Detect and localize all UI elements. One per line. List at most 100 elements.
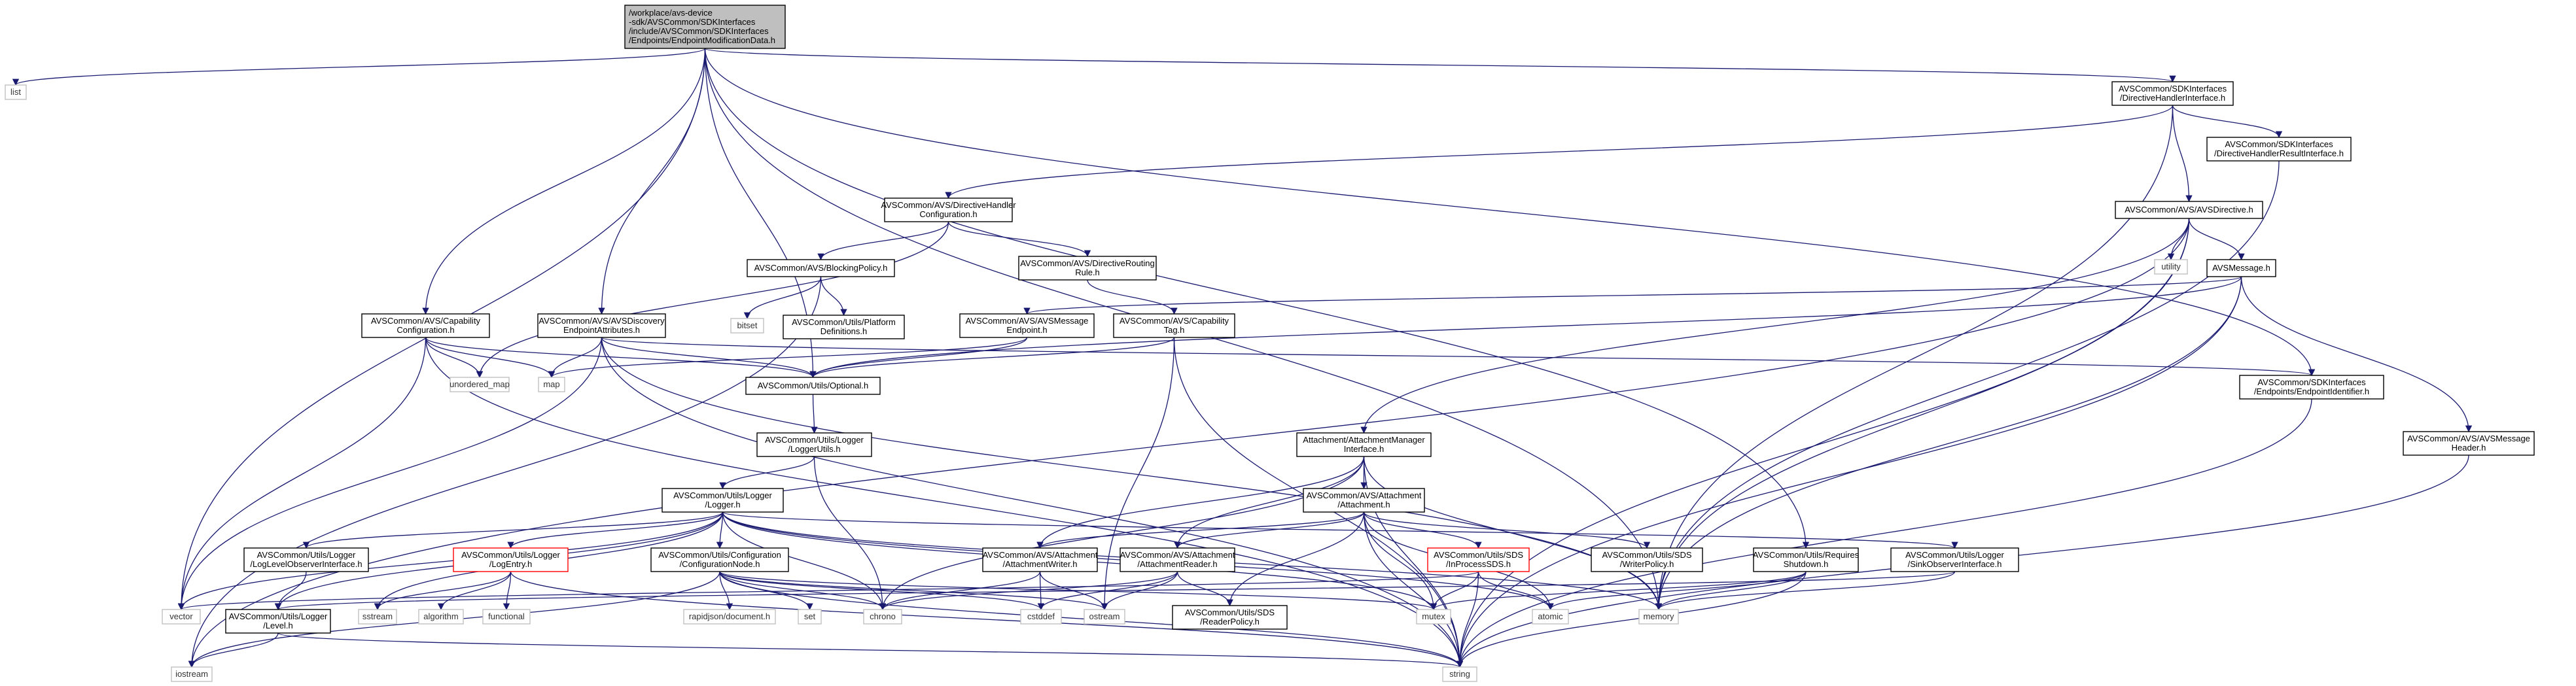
edge-avsmsg-to-memory bbox=[1655, 276, 2242, 611]
node-label: AVSMessage.h bbox=[2212, 263, 2270, 273]
node-avsdir[interactable]: AVSCommon/AVS/AVSDirective.h bbox=[2115, 201, 2263, 219]
node-box bbox=[783, 315, 905, 339]
node-vector[interactable]: vector bbox=[162, 609, 201, 625]
node-ostream[interactable]: ostream bbox=[1084, 609, 1125, 625]
edge-inproc-to-string bbox=[1456, 571, 1479, 668]
node-memory[interactable]: memory bbox=[1638, 609, 1679, 625]
node-label: /ReaderPolicy.h bbox=[1200, 617, 1260, 626]
node-dhcfg[interactable]: AVSCommon/AVS/DirectiveHandlerConfigurat… bbox=[881, 197, 1016, 222]
node-blocking[interactable]: AVSCommon/AVS/BlockingPolicy.h bbox=[747, 259, 895, 277]
node-lloi[interactable]: AVSCommon/Utils/Logger/LogLevelObserverI… bbox=[243, 547, 369, 572]
node-discattr[interactable]: AVSCommon/AVS/AVSDiscoveryEndpointAttrib… bbox=[537, 313, 666, 338]
node-box bbox=[1113, 313, 1235, 338]
edge-sinkobs-to-level bbox=[275, 571, 1956, 611]
node-label: sstream bbox=[362, 611, 393, 621]
node-label: AVSCommon/AVS/Attachment bbox=[983, 550, 1098, 560]
node-string[interactable]: string bbox=[1442, 666, 1477, 682]
node-sinkobs[interactable]: AVSCommon/Utils/Logger/SinkObserverInter… bbox=[1890, 547, 2019, 572]
node-map[interactable]: map bbox=[538, 377, 565, 392]
node-label: Configuration.h bbox=[397, 325, 454, 335]
node-rapidjson[interactable]: rapidjson/document.h bbox=[683, 609, 776, 625]
node-algorithm[interactable]: algorithm bbox=[418, 609, 464, 625]
node-logger[interactable]: AVSCommon/Utils/Logger/Logger.h bbox=[662, 488, 784, 513]
node-endpointid[interactable]: AVSCommon/SDKInterfaces/Endpoints/Endpoi… bbox=[2239, 375, 2384, 400]
node-writerpol[interactable]: AVSCommon/Utils/SDS/WriterPolicy.h bbox=[1591, 547, 1703, 572]
edge-attwriter-to-chrono bbox=[879, 571, 1041, 611]
node-root[interactable]: /workplace/avs-device-sdk/AVSCommon/SDKI… bbox=[624, 5, 786, 49]
edge-capcfg-to-string bbox=[425, 337, 1464, 668]
node-atomic[interactable]: atomic bbox=[1532, 609, 1569, 625]
edge-avsmsg-to-avsmsghdr bbox=[2240, 276, 2473, 433]
node-functional[interactable]: functional bbox=[482, 609, 531, 625]
node-utility[interactable]: utility bbox=[2154, 259, 2188, 275]
node-label: AVSCommon/Utils/SDS bbox=[1434, 550, 1523, 560]
node-attach[interactable]: AVSCommon/AVS/Attachment/Attachment.h bbox=[1303, 488, 1425, 513]
node-iostream[interactable]: iostream bbox=[171, 666, 213, 682]
edge-routing-to-captag bbox=[1087, 279, 1178, 315]
node-mutex[interactable]: mutex bbox=[1416, 609, 1451, 625]
node-box bbox=[884, 197, 1013, 222]
node-set[interactable]: set bbox=[798, 609, 822, 625]
node-label: AVSCommon/AVS/DirectiveHandler bbox=[881, 200, 1016, 210]
edge-root-to-list bbox=[12, 48, 706, 86]
edge-dhri-to-memory bbox=[1655, 160, 2280, 611]
node-readerpol[interactable]: AVSCommon/Utils/SDS/ReaderPolicy.h bbox=[1172, 605, 1288, 630]
node-box bbox=[1018, 256, 1157, 281]
node-box bbox=[730, 318, 764, 334]
edge-level-to-iostream bbox=[188, 632, 279, 668]
node-label: AVSCommon/Utils/Logger bbox=[765, 435, 864, 445]
node-dhri[interactable]: AVSCommon/SDKInterfaces/DirectiveHandler… bbox=[2206, 137, 2352, 162]
node-box bbox=[863, 609, 902, 625]
node-label: /Endpoints/EndpointModificationData.h bbox=[629, 35, 775, 45]
node-bitset[interactable]: bitset bbox=[730, 318, 764, 334]
node-label: mutex bbox=[1422, 611, 1445, 621]
node-attwriter[interactable]: AVSCommon/AVS/Attachment/AttachmentWrite… bbox=[982, 547, 1098, 572]
node-label: /AttachmentReader.h bbox=[1137, 559, 1217, 569]
edge-avsdir-to-avsmsg bbox=[2188, 218, 2245, 261]
node-label: /InProcessSDS.h bbox=[1446, 559, 1511, 569]
node-label: AVSCommon/AVS/DirectiveRouting bbox=[1020, 258, 1154, 268]
edge-attwriter-to-cstddef bbox=[1037, 571, 1045, 611]
node-avsmsg[interactable]: AVSMessage.h bbox=[2206, 259, 2276, 277]
node-label: algorithm bbox=[423, 611, 458, 621]
node-confnode[interactable]: AVSCommon/Utils/Configuration/Configurat… bbox=[650, 547, 789, 572]
edge-discattr-to-map bbox=[548, 337, 603, 379]
node-level[interactable]: AVSCommon/Utils/Logger/Level.h bbox=[225, 609, 331, 634]
node-dhi[interactable]: AVSCommon/SDKInterfaces/DirectiveHandler… bbox=[2111, 81, 2234, 106]
node-label: atomic bbox=[1538, 611, 1563, 621]
node-unordered[interactable]: unordered_map bbox=[450, 377, 510, 392]
edge-attach-to-readerpol bbox=[1226, 511, 1365, 607]
node-attreader[interactable]: AVSCommon/AVS/Attachment/AttachmentReade… bbox=[1120, 547, 1235, 572]
node-label: /include/AVSCommon/SDKInterfaces bbox=[629, 26, 769, 36]
node-inproc[interactable]: AVSCommon/Utils/SDS/InProcessSDS.h bbox=[1427, 547, 1530, 572]
node-cstddef[interactable]: cstddef bbox=[1020, 609, 1062, 625]
node-box bbox=[225, 609, 331, 634]
edge-discattr-to-string bbox=[601, 337, 1464, 668]
node-box bbox=[418, 609, 464, 625]
node-sstream[interactable]: sstream bbox=[358, 609, 397, 625]
node-list[interactable]: list bbox=[5, 84, 27, 100]
node-loggerutils[interactable]: AVSCommon/Utils/Logger/LoggerUtils.h bbox=[756, 432, 872, 457]
node-optional[interactable]: AVSCommon/Utils/Optional.h bbox=[745, 377, 881, 395]
node-box bbox=[1303, 488, 1425, 513]
node-label: /Endpoints/EndpointIdentifier.h bbox=[2254, 386, 2369, 396]
node-box bbox=[1120, 547, 1235, 572]
node-label: /LogLevelObserverInterface.h bbox=[250, 559, 362, 569]
node-label: /LoggerUtils.h bbox=[788, 444, 840, 454]
node-label: AVSCommon/AVS/Attachment bbox=[1307, 490, 1422, 500]
edge-inproc-to-vector bbox=[178, 571, 1479, 611]
node-label: -sdk/AVSCommon/SDKInterfaces bbox=[629, 17, 756, 27]
node-logentry[interactable]: AVSCommon/Utils/Logger/LogEntry.h bbox=[453, 547, 569, 572]
edge-dhcfg-to-blocking bbox=[817, 221, 949, 261]
edge-root-to-reqshut bbox=[704, 48, 1810, 549]
node-chrono[interactable]: chrono bbox=[863, 609, 902, 625]
node-label: AVSCommon/Utils/Logger bbox=[461, 550, 560, 560]
